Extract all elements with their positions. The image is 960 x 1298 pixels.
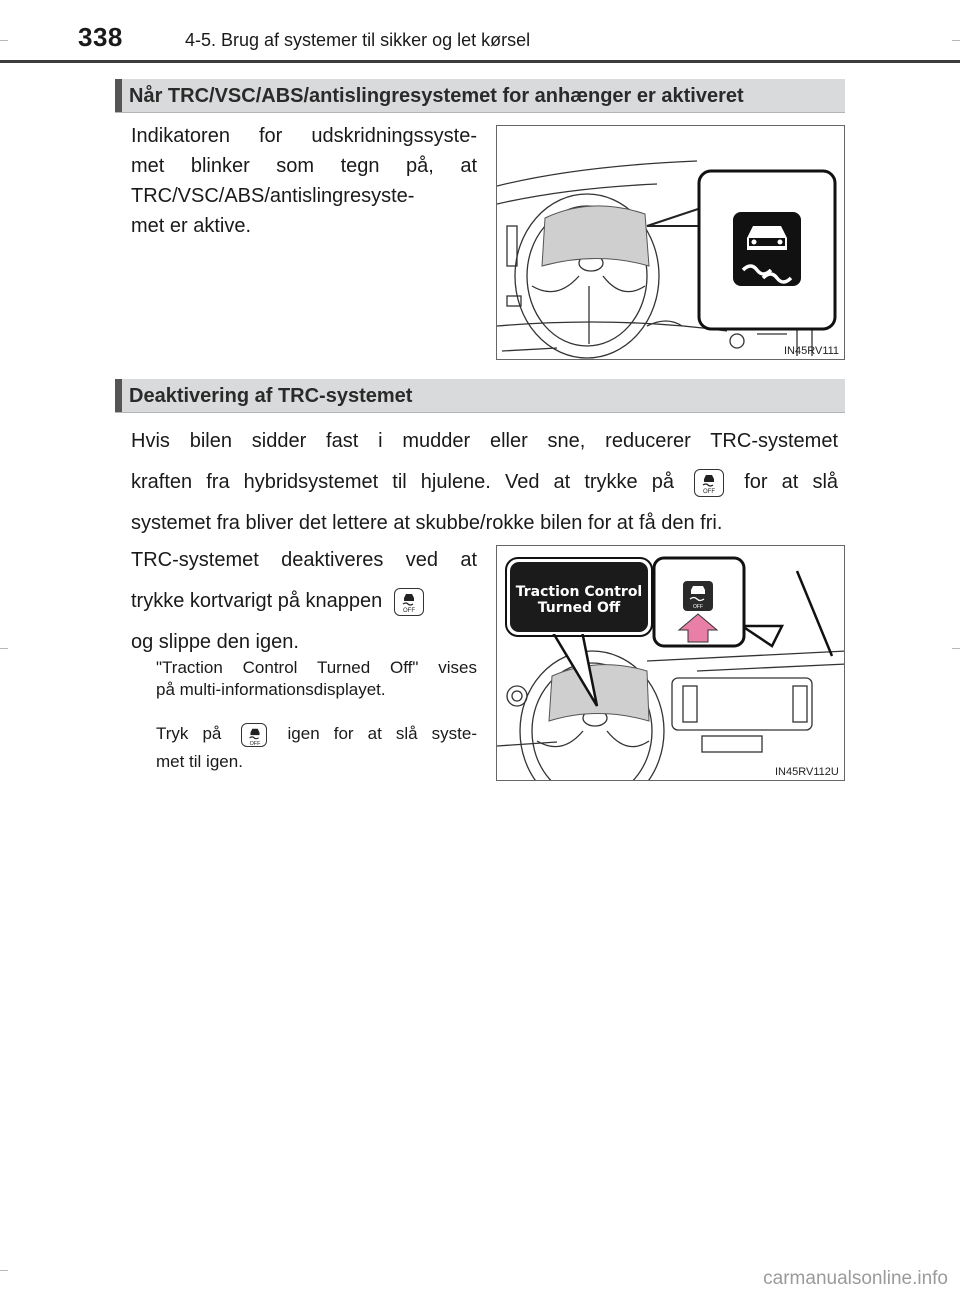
text-line-with-button: trykke kortvarigt på knappen OFF [131,581,477,622]
text-fragment: Tryk på [156,724,222,743]
display-line: Traction Control [515,584,643,600]
section-heading-trc-active: Når TRC/VSC/ABS/antislingresystemet for … [115,79,845,113]
section2-step: TRC-systemet deaktiveres ved at trykke k… [131,540,477,663]
dashboard-illustration [497,160,837,359]
header-rule [0,60,960,63]
button-off-label: OFF [693,604,703,610]
watermark: carmanualsonline.info [763,1268,948,1289]
display-message: Traction Control Turned Off [511,584,647,616]
text-line: met til igen. [156,752,243,771]
text-line: TRC-systemet deaktiveres ved at [131,549,477,571]
trc-off-button-icon: OFF [694,468,725,497]
text-line: "Traction Control Turned Off" vises [156,658,477,677]
figure-code: IN45RV112U [775,766,839,778]
text-fragment: for at slå [744,471,839,493]
trc-off-button-icon: OFF [241,722,268,747]
section-accent [115,79,122,112]
crop-mark [0,40,8,41]
section-title: Når TRC/VSC/ABS/antislingresystemet for … [129,85,744,107]
figure-trc-off-button: OFF Traction Control Turned Off IN45RV11… [496,545,845,781]
section2-intro: Hvis bilen sidder fast i mudder eller sn… [131,421,838,544]
text-line-with-button: Tryk på OFF igen for at slå syste- [156,720,477,748]
display-line: Turned Off [537,600,621,616]
dashboard-illustration: OFF [497,556,844,780]
text-line: TRC/VSC/ABS/antislingresyste- [131,185,415,207]
text-fragment: trykke kortvarigt på knappen [131,590,383,612]
crop-mark [0,648,8,649]
section-title: Deaktivering af TRC-systemet [129,385,413,407]
text-line: og slippe den igen. [131,631,299,653]
section1-text: Indikatoren for udskridningssyste- met b… [131,121,477,241]
button-off-label: OFF [703,489,715,494]
text-line: Hvis bilen sidder fast i mudder eller sn… [131,430,838,452]
text-fragment: igen for at slå syste- [287,724,477,743]
figure-slip-indicator: IN45RV111 [496,125,845,360]
note-display-message: "Traction Control Turned Off" vises på m… [156,657,477,701]
note-reenable: Tryk på OFF igen for at slå syste- met t… [156,720,477,776]
text-fragment: kraften fra hybridsystemet til hjulene. … [131,471,675,493]
text-line: systemet fra bliver det lettere at skubb… [131,512,723,534]
figure-code: IN45RV111 [784,345,840,357]
text-line: Indikatoren for udskridningssyste- [131,125,477,147]
text-line: på multi-informationsdisplayet. [156,680,386,699]
crop-mark [0,1270,8,1271]
page-number: 338 [78,22,123,52]
button-off-label: OFF [250,741,261,746]
button-off-label: OFF [403,608,415,613]
section-heading-trc-off: Deaktivering af TRC-systemet [115,379,845,413]
chapter-title: 4-5. Brug af systemer til sikker og let … [185,30,531,50]
section-accent [115,379,122,412]
text-line: met blinker som tegn på, at [131,155,477,177]
text-line: met er aktive. [131,215,252,237]
text-line-with-button: kraften fra hybridsystemet til hjulene. … [131,462,838,503]
crop-mark [952,40,960,41]
trc-off-button-icon: OFF [393,587,424,616]
crop-mark [952,648,960,649]
